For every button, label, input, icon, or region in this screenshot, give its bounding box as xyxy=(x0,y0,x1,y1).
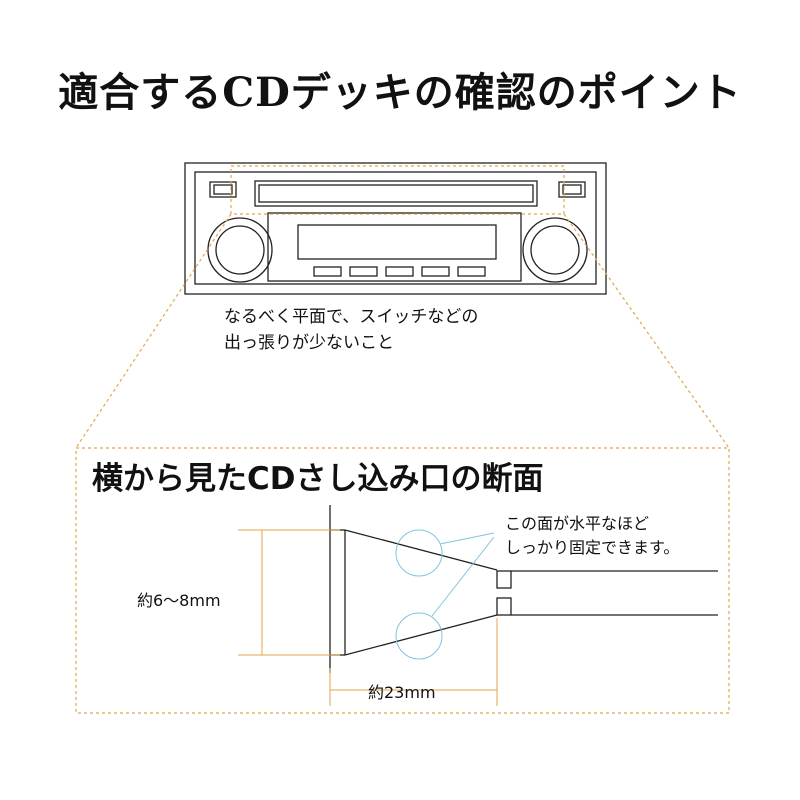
eject-button-right xyxy=(558,181,586,198)
top-note-line-2: 出っ張りが少ないこと xyxy=(224,333,394,353)
preset-button-1 xyxy=(313,266,342,277)
highlight-circle-upper xyxy=(395,529,443,577)
width-label: 約23mm xyxy=(368,683,436,702)
face-note-line-1: この面が水平なほど xyxy=(505,514,650,533)
cross-section-frame xyxy=(75,447,730,714)
lower-slope xyxy=(344,614,498,656)
slot-tab-upper xyxy=(496,570,512,589)
zoom-guides xyxy=(75,165,730,714)
top-note: なるべく平面で、スイッチなどの 出っ張りが少ないこと xyxy=(224,304,478,356)
top-note-line-1: なるべく平面で、スイッチなどの xyxy=(224,307,479,327)
disc-slot-inner xyxy=(258,184,534,203)
disc-slot xyxy=(254,180,538,207)
preset-button-5 xyxy=(457,266,486,277)
preset-button-3 xyxy=(385,266,414,277)
cd-deck xyxy=(184,162,607,295)
height-label: 約6〜8mm xyxy=(137,591,221,610)
face-note-line-2: しっかり固定できます。 xyxy=(505,538,680,557)
dimension-guides xyxy=(238,529,498,706)
page-title: 適合するCDデッキの確認のポイント xyxy=(58,69,742,116)
preset-button-2 xyxy=(349,266,378,277)
face-highlights xyxy=(395,529,495,660)
preset-button-4 xyxy=(421,266,450,277)
center-panel xyxy=(267,212,522,282)
highlight-circle-lower xyxy=(395,612,443,660)
zoom-highlight-region xyxy=(230,165,565,215)
deck-inner-frame xyxy=(194,171,597,285)
section-title: 横から見たCDさし込み口の断面 xyxy=(92,461,544,497)
deck-outer-frame xyxy=(184,162,607,295)
slot-tab-lower xyxy=(496,597,512,616)
knob-right xyxy=(522,217,588,283)
knob-left xyxy=(207,217,273,283)
eject-button-left xyxy=(209,181,237,198)
upper-slope xyxy=(344,529,498,571)
display-screen xyxy=(297,224,497,260)
slot-cross-section xyxy=(329,505,718,673)
face-note: この面が水平なほど しっかり固定できます。 xyxy=(505,512,679,560)
